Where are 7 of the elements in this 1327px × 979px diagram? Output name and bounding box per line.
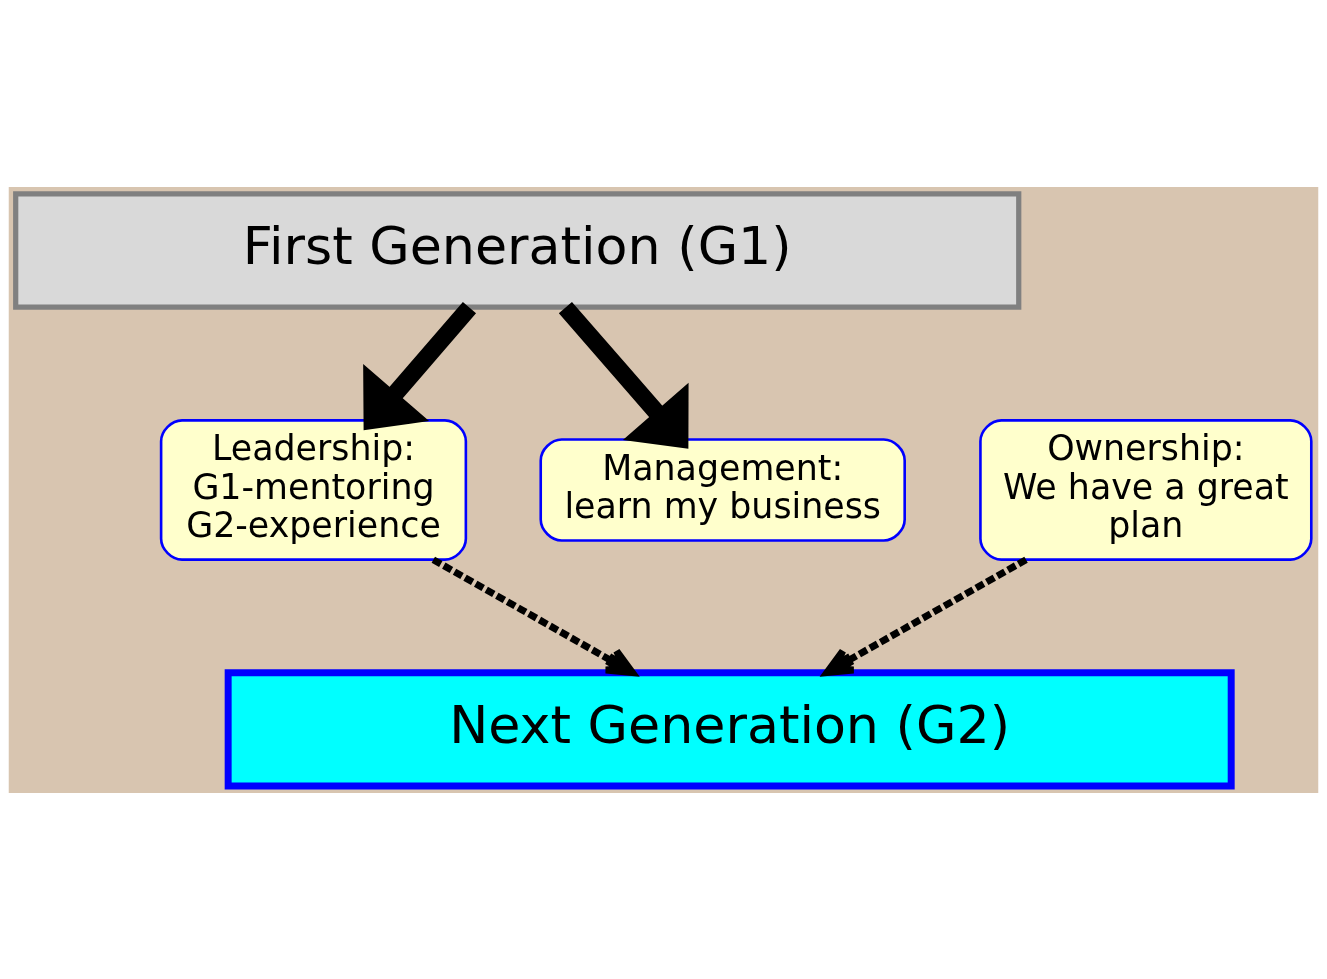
node-box: Management: learn my business xyxy=(539,437,906,542)
node-box: Next Generation (G2) xyxy=(224,668,1235,789)
arrow xyxy=(363,301,477,430)
node-box: Ownership: We have a great plan xyxy=(979,418,1313,561)
node-box: Leadership: G1-mentoring G2-experience xyxy=(159,418,468,561)
arrow xyxy=(558,301,689,449)
node-box: First Generation (G1) xyxy=(13,190,1022,310)
